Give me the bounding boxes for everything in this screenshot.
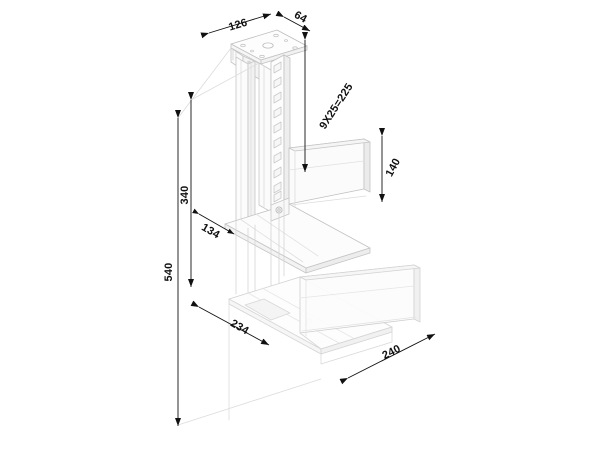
lower-cradle-back-panel [299, 264, 421, 365]
mounting-hole-icon [240, 43, 246, 48]
mounting-hole-icon [292, 46, 298, 50]
slotted-rail [270, 54, 291, 209]
geometry-group [177, 29, 421, 426]
mounting-hole-icon [273, 33, 279, 38]
dim-label-540: 540 [163, 263, 175, 282]
dim-140: 140 [379, 128, 403, 202]
upper-cradle-back-panel [288, 138, 371, 208]
dim-label-134: 134 [199, 221, 222, 241]
mounting-hole-icon [283, 39, 288, 42]
center-hole-icon [262, 42, 274, 49]
dim-126: 126 [200, 13, 272, 39]
dim-label-slot-pitch: 9X25=225 [317, 81, 355, 131]
dim-label-140: 140 [384, 156, 403, 178]
column-rear-post [235, 56, 256, 229]
mounting-hole-icon [259, 54, 265, 59]
dim-label-234: 234 [228, 317, 251, 337]
dim-label-340: 340 [179, 186, 191, 205]
mounting-hole-icon [249, 49, 254, 53]
dim-340: 340 [179, 92, 194, 287]
dim-label-64: 64 [292, 9, 309, 26]
drop-links [235, 200, 285, 301]
dim-label-240: 240 [380, 343, 402, 362]
dim-540: 540 [163, 110, 181, 426]
dim-label-126: 126 [227, 17, 249, 34]
dim-64: 64 [275, 9, 311, 32]
rail-slot-icon [273, 61, 282, 203]
